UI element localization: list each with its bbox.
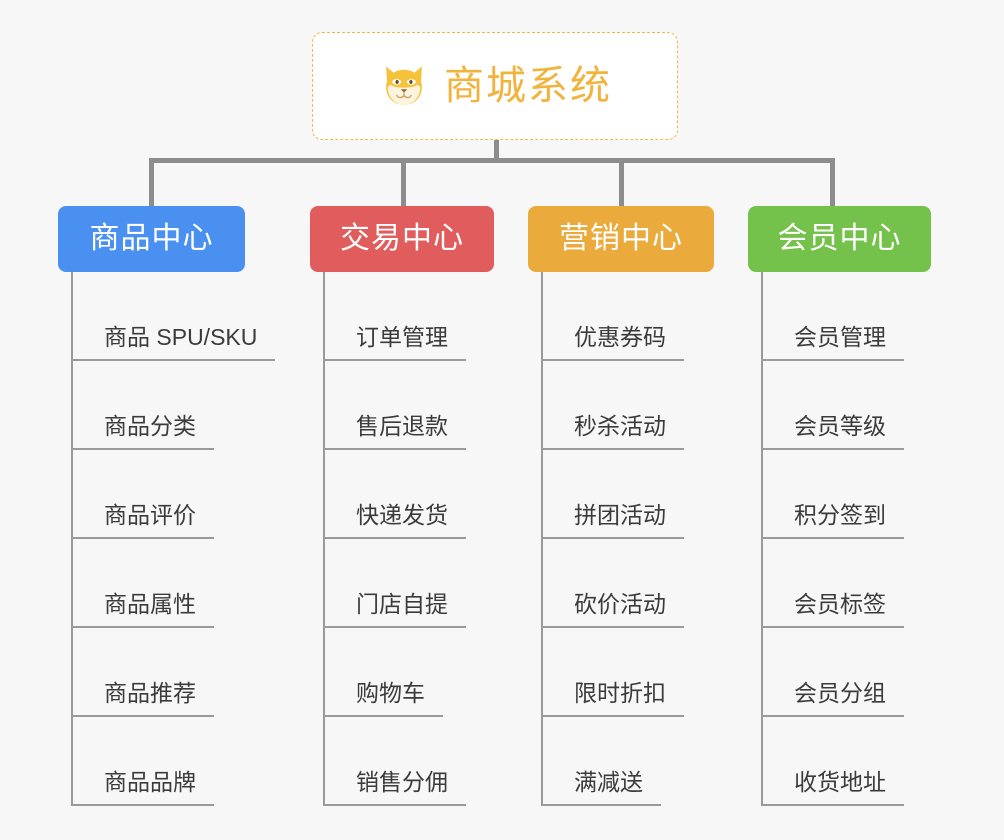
item-label: 收货地址	[762, 771, 904, 806]
connector-drop-1	[149, 158, 154, 208]
list-item[interactable]: 砍价活动	[542, 539, 714, 628]
category-header-trade[interactable]: 交易中心	[310, 206, 494, 272]
connector-drop-3	[619, 158, 624, 208]
category-items-marketing: 优惠券码 秒杀活动 拼团活动 砍价活动 限时折扣 满减送	[528, 272, 714, 806]
list-item[interactable]: 积分签到	[762, 450, 931, 539]
list-item[interactable]: 销售分佣	[324, 717, 494, 806]
list-item[interactable]: 秒杀活动	[542, 361, 714, 450]
item-label: 商品分类	[72, 415, 214, 450]
list-item[interactable]: 限时折扣	[542, 628, 714, 717]
item-label: 满减送	[542, 771, 661, 806]
item-label: 订单管理	[324, 326, 466, 361]
list-item[interactable]: 商品 SPU/SKU	[72, 272, 276, 361]
item-label: 销售分佣	[324, 771, 466, 806]
category-column-product: 商品中心 商品 SPU/SKU 商品分类 商品评价 商品属性 商品推荐 商品品牌	[58, 206, 276, 806]
category-label: 会员中心	[777, 222, 902, 255]
shiba-dog-icon	[386, 66, 422, 105]
item-label: 会员管理	[762, 326, 904, 361]
category-column-member: 会员中心 会员管理 会员等级 积分签到 会员标签 会员分组 收货地址	[748, 206, 931, 806]
item-label: 售后退款	[324, 415, 466, 450]
list-item[interactable]: 商品评价	[72, 450, 275, 539]
list-item[interactable]: 会员管理	[762, 272, 931, 361]
list-item[interactable]: 商品品牌	[72, 717, 275, 806]
connector-root-stub	[494, 140, 499, 162]
item-label: 会员标签	[762, 593, 904, 628]
category-column-marketing: 营销中心 优惠券码 秒杀活动 拼团活动 砍价活动 限时折扣 满减送	[528, 206, 714, 806]
item-label: 购物车	[324, 682, 443, 717]
category-label: 营销中心	[559, 222, 683, 255]
list-item[interactable]: 会员标签	[762, 539, 931, 628]
list-item[interactable]: 购物车	[324, 628, 494, 717]
item-label: 优惠券码	[542, 326, 684, 361]
list-item[interactable]: 订单管理	[324, 272, 494, 361]
list-item[interactable]: 商品分类	[72, 361, 275, 450]
list-item[interactable]: 会员分组	[762, 628, 931, 717]
category-header-member[interactable]: 会员中心	[748, 206, 931, 272]
list-item[interactable]: 门店自提	[324, 539, 494, 628]
root-title: 商城系统	[444, 64, 612, 108]
list-item[interactable]: 满减送	[542, 717, 714, 806]
category-items-product: 商品 SPU/SKU 商品分类 商品评价 商品属性 商品推荐 商品品牌	[58, 272, 276, 806]
item-label: 商品属性	[72, 593, 214, 628]
category-header-product[interactable]: 商品中心	[58, 206, 245, 272]
item-label: 砍价活动	[542, 593, 684, 628]
item-label: 拼团活动	[542, 504, 684, 539]
list-item[interactable]: 拼团活动	[542, 450, 714, 539]
list-item[interactable]: 售后退款	[324, 361, 494, 450]
item-label: 会员分组	[762, 682, 904, 717]
item-label: 快递发货	[324, 504, 466, 539]
root-node[interactable]: 商城系统	[312, 32, 678, 140]
item-label: 限时折扣	[542, 682, 684, 717]
category-header-marketing[interactable]: 营销中心	[528, 206, 714, 272]
connector-horizontal-bar	[149, 158, 835, 163]
item-label: 门店自提	[324, 593, 466, 628]
list-item[interactable]: 会员等级	[762, 361, 931, 450]
item-label: 商品 SPU/SKU	[72, 326, 276, 361]
list-item[interactable]: 快递发货	[324, 450, 494, 539]
connector-drop-2	[401, 158, 406, 208]
item-label: 会员等级	[762, 415, 904, 450]
category-label: 商品中心	[89, 222, 214, 255]
category-column-trade: 交易中心 订单管理 售后退款 快递发货 门店自提 购物车 销售分佣	[310, 206, 494, 806]
item-label: 商品推荐	[72, 682, 214, 717]
list-item[interactable]: 商品推荐	[72, 628, 275, 717]
list-item[interactable]: 商品属性	[72, 539, 275, 628]
category-items-member: 会员管理 会员等级 积分签到 会员标签 会员分组 收货地址	[748, 272, 931, 806]
category-items-trade: 订单管理 售后退款 快递发货 门店自提 购物车 销售分佣	[310, 272, 494, 806]
connector-drop-4	[830, 158, 835, 208]
item-label: 商品品牌	[72, 771, 214, 806]
item-label: 秒杀活动	[542, 415, 684, 450]
item-label: 积分签到	[762, 504, 904, 539]
list-item[interactable]: 收货地址	[762, 717, 931, 806]
list-item[interactable]: 优惠券码	[542, 272, 714, 361]
category-label: 交易中心	[340, 222, 464, 255]
item-label: 商品评价	[72, 504, 214, 539]
